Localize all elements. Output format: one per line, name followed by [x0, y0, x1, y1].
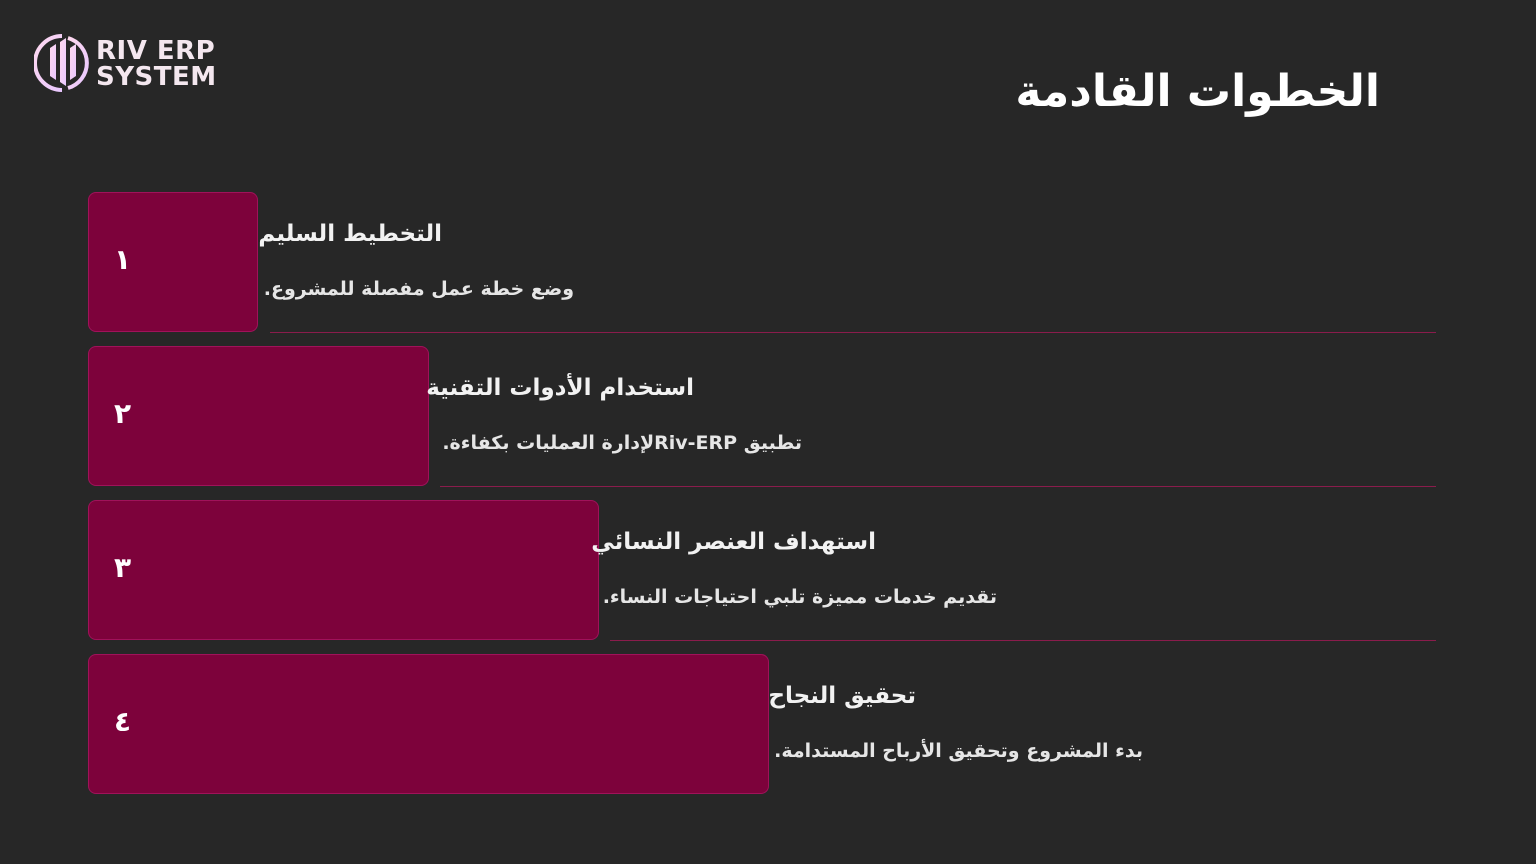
step-number-block: ٣	[88, 500, 599, 640]
step-number-block: ٤	[88, 654, 769, 794]
logo: RIV ERP SYSTEM	[34, 32, 224, 96]
step-description: وضع خطة عمل مفصلة للمشروع.	[263, 278, 574, 300]
logo-text-line1: RIV ERP	[96, 36, 216, 66]
step-title: التخطيط السليم	[258, 221, 442, 247]
step-number: ٤	[114, 705, 132, 738]
step-title: تحقيق النجاح	[768, 683, 916, 709]
step-title: استخدام الأدوات التقنية	[426, 375, 694, 401]
step-number-block: ١	[88, 192, 258, 332]
logo-text-line2: SYSTEM	[96, 62, 217, 92]
step-number: ٣	[114, 551, 132, 584]
step-divider	[610, 640, 1436, 641]
step-description: بدء المشروع وتحقيق الأرباح المستدامة.	[774, 740, 1143, 762]
step-number: ١	[114, 243, 132, 276]
step-divider	[440, 486, 1436, 487]
step-number-block: ٢	[88, 346, 429, 486]
page-title: الخطوات القادمة	[1015, 66, 1380, 117]
step-divider	[270, 332, 1436, 333]
step-title: استهداف العنصر النسائي	[591, 529, 876, 555]
step-description: تطبيق Riv-ERPلإدارة العمليات بكفاءة.	[442, 432, 802, 454]
logo-icon	[34, 34, 89, 92]
step-description: تقديم خدمات مميزة تلبي احتياجات النساء.	[602, 586, 997, 608]
step-number: ٢	[114, 397, 132, 430]
